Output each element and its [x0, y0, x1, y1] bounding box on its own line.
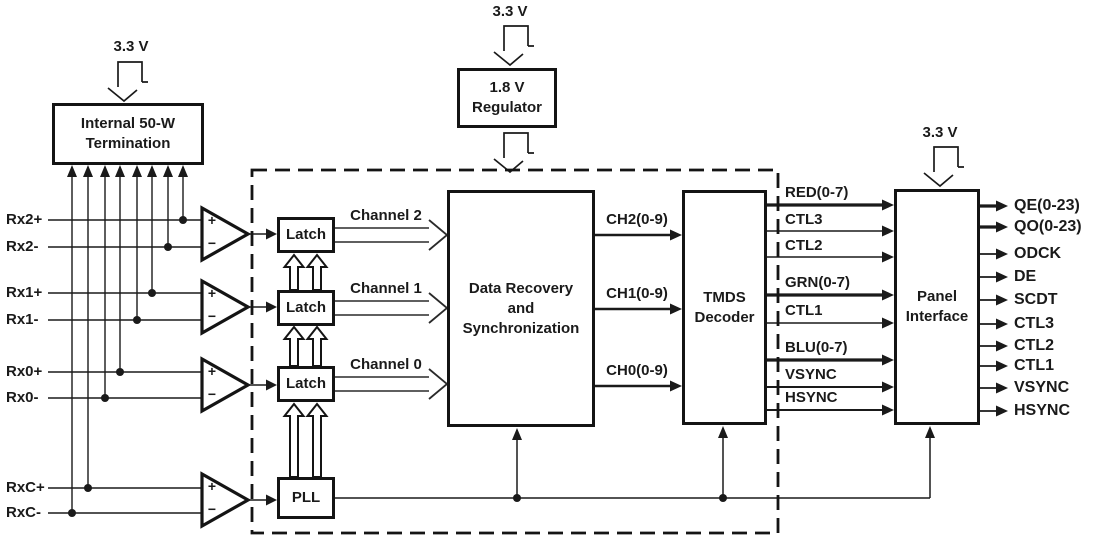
ch-bus-wires — [595, 233, 672, 388]
amp1-minus-sign: − — [207, 308, 217, 324]
ch-bus-arrowheads — [670, 229, 682, 392]
pin-label-rxcn: RxC- — [6, 504, 42, 521]
channel0-label: Channel 0 — [350, 356, 422, 373]
tmds-decoder-block: TMDS Decoder — [682, 190, 767, 425]
power-label-termination: 3.3 V — [113, 38, 149, 55]
signal-label-vsync: VSYNC — [785, 366, 837, 383]
pin-label-rx0n: Rx0- — [6, 389, 39, 406]
pin-label-out-ctl3: CTL3 — [1014, 315, 1054, 332]
termination-arrowheads — [67, 165, 188, 177]
amp0-plus-sign: + — [207, 363, 217, 379]
pin-label-rx2n: Rx2- — [6, 238, 39, 255]
latch2-block: Latch — [277, 217, 335, 253]
pin-label-qo: QO(0-23) — [1014, 218, 1082, 235]
regulator-label-line2: Regulator — [471, 99, 542, 116]
latch0-label: Latch — [285, 375, 326, 392]
rx-input-wires — [48, 219, 202, 514]
pll-block: PLL — [277, 477, 335, 519]
pin-label-rx1p: Rx1+ — [6, 284, 43, 301]
pin-label-out-ctl2: CTL2 — [1014, 337, 1054, 354]
power-arrow-regulator-in — [493, 25, 534, 67]
pin-label-de: DE — [1014, 268, 1037, 285]
power-arrow-regulator-out — [493, 132, 534, 174]
signal-label-ctl1: CTL1 — [785, 302, 823, 319]
ampc-plus-sign: + — [207, 478, 217, 494]
panel-output-wires — [980, 204, 997, 412]
latch-cascade-arrows — [282, 253, 329, 478]
data-recovery-block: Data Recovery and Synchronization — [447, 190, 595, 427]
signal-label-red: RED(0-7) — [785, 184, 849, 201]
amp2-minus-sign: − — [207, 235, 217, 251]
power-arrow-termination — [107, 61, 148, 103]
signal-label-ctl3: CTL3 — [785, 211, 823, 228]
pin-label-rx0p: Rx0+ — [6, 363, 43, 380]
pll-label: PLL — [291, 489, 321, 506]
latch1-block: Latch — [277, 290, 335, 326]
pin-label-qe: QE(0-23) — [1014, 197, 1080, 214]
signal-label-grn: GRN(0-7) — [785, 274, 851, 291]
data-recovery-label-line3: Synchronization — [462, 319, 580, 337]
termination-block: Internal 50-W Termination — [52, 103, 204, 165]
tmds-output-arrowheads — [882, 199, 894, 416]
tmds-output-wires — [767, 203, 883, 411]
power-arrows — [107, 25, 964, 188]
regulator-label-line1: 1.8 V — [489, 79, 525, 96]
tmds-decoder-label-line2: Decoder — [694, 308, 755, 326]
termination-label-line2: Termination — [85, 135, 171, 152]
pll-clock-wires — [335, 438, 931, 499]
pin-label-rx1n: Rx1- — [6, 311, 39, 328]
latch1-label: Latch — [285, 299, 326, 316]
power-arrow-panel — [923, 146, 964, 188]
panel-output-arrowheads — [996, 200, 1008, 417]
signal-label-ctl2: CTL2 — [785, 237, 823, 254]
amplifier-output-arrowheads — [266, 228, 277, 506]
ch2-bus-label: CH2(0-9) — [606, 211, 668, 228]
panel-interface-block: Panel Interface — [894, 189, 980, 425]
pin-label-scdt: SCDT — [1014, 291, 1058, 308]
pin-label-rx2p: Rx2+ — [6, 211, 43, 228]
data-recovery-label-line1: Data Recovery — [468, 279, 574, 297]
amp1-plus-sign: + — [207, 285, 217, 301]
panel-interface-label-line2: Interface — [905, 308, 969, 325]
latch0-block: Latch — [277, 366, 335, 402]
pll-clock-arrowheads — [512, 426, 935, 440]
amplifier-triangles — [200, 205, 252, 529]
power-label-panel: 3.3 V — [922, 124, 958, 141]
ampc-minus-sign: − — [207, 501, 217, 517]
signal-label-hsync: HSYNC — [785, 389, 838, 406]
latch2-label: Latch — [285, 226, 326, 243]
amp2-plus-sign: + — [207, 212, 217, 228]
chip-boundary — [250, 168, 780, 535]
termination-wires — [71, 172, 184, 513]
amp0-minus-sign: − — [207, 386, 217, 402]
power-label-regulator: 3.3 V — [492, 3, 528, 20]
regulator-block: 1.8 V Regulator — [457, 68, 557, 128]
ch1-bus-label: CH1(0-9) — [606, 285, 668, 302]
signal-label-blu: BLU(0-7) — [785, 339, 848, 356]
pin-label-out-vsync: VSYNC — [1014, 379, 1070, 396]
data-recovery-label-line2: and — [507, 299, 535, 317]
amplifier-output-wires — [248, 233, 267, 501]
channel2-label: Channel 2 — [350, 207, 422, 224]
channel1-label: Channel 1 — [350, 280, 422, 297]
tmds-decoder-label-line1: TMDS — [703, 288, 746, 306]
panel-interface-label-line1: Panel — [916, 288, 958, 305]
rx-junction-dots — [68, 216, 187, 517]
pin-label-out-hsync: HSYNC — [1014, 402, 1071, 419]
pin-label-rxcp: RxC+ — [6, 479, 45, 496]
pin-label-out-ctl1: CTL1 — [1014, 357, 1054, 374]
pin-label-odck: ODCK — [1014, 245, 1062, 262]
pll-junction-dots — [513, 494, 727, 502]
termination-label-line1: Internal 50-W — [80, 115, 176, 132]
ch0-bus-label: CH0(0-9) — [606, 362, 668, 379]
